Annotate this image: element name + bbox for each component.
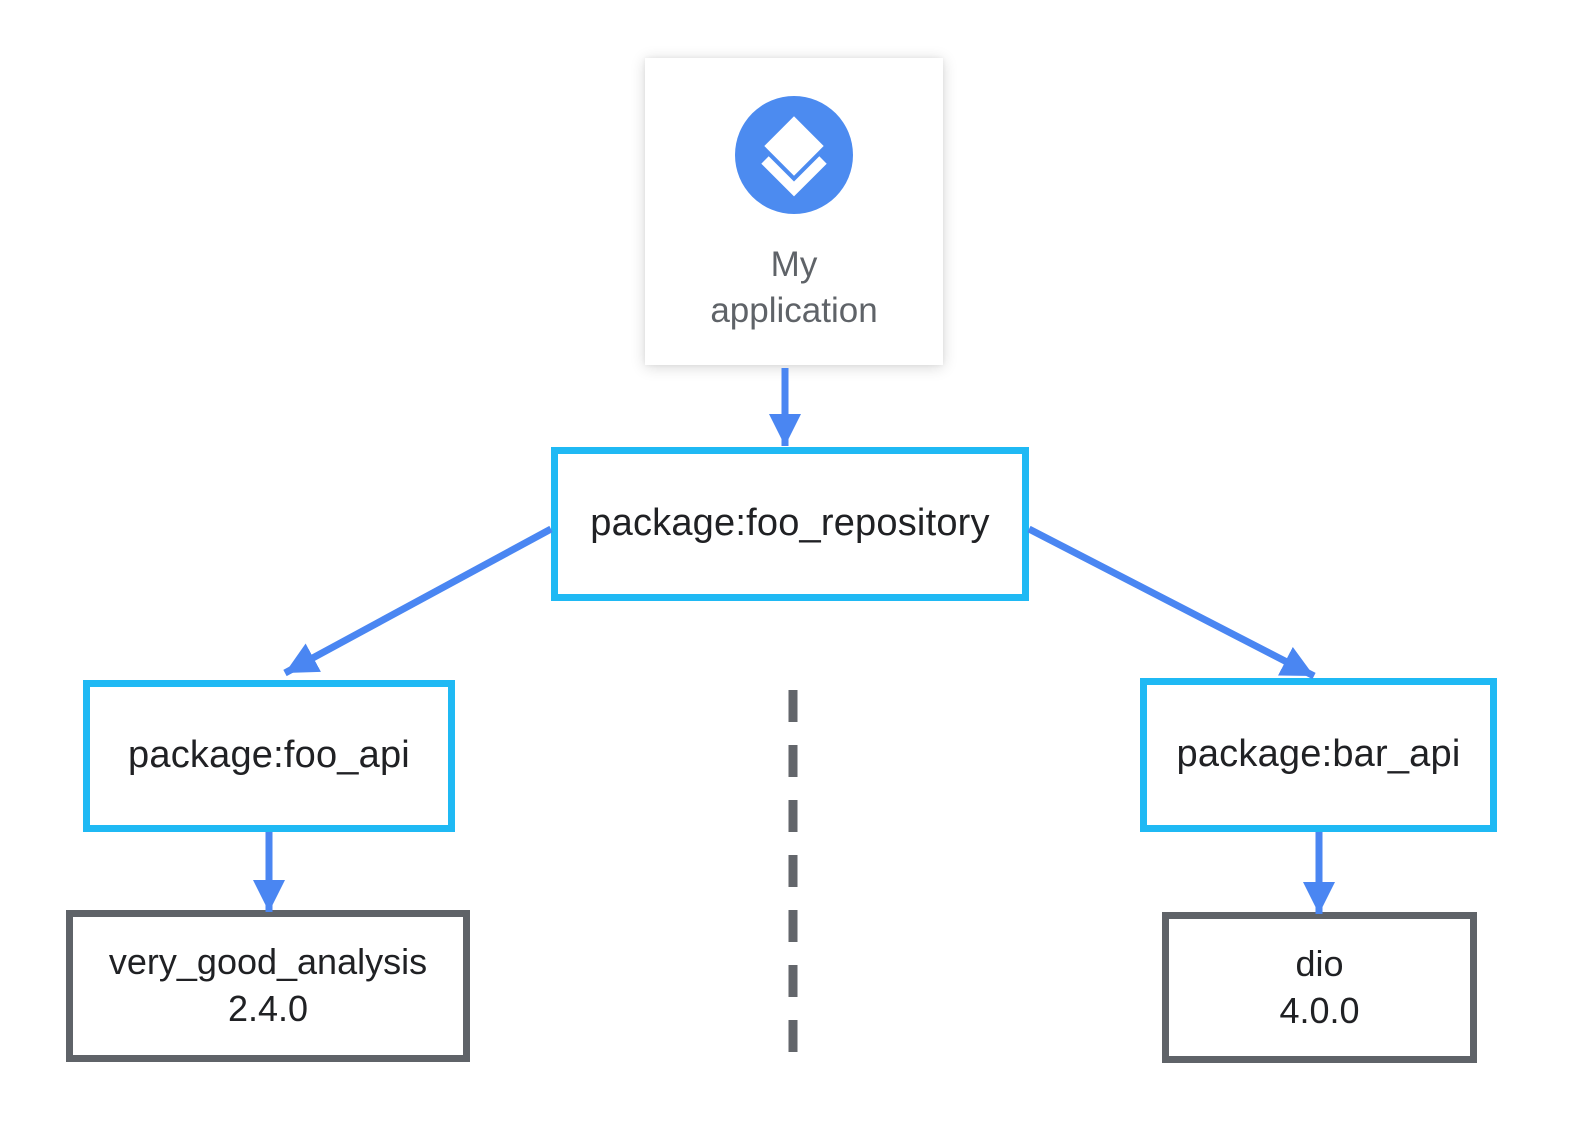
node-package-foo-repository: package:foo_repository: [551, 447, 1029, 601]
package-bar-api-label: package:bar_api: [1176, 733, 1461, 776]
package-foo-api-label: package:foo_api: [128, 734, 410, 777]
node-very-good-analysis: very_good_analysis 2.4.0: [66, 910, 470, 1062]
very-good-analysis-version: 2.4.0: [227, 988, 309, 1029]
node-dio: dio 4.0.0: [1162, 912, 1477, 1063]
dio-name: dio: [1295, 942, 1344, 984]
arrow-foo-repository-to-foo-api: [283, 525, 553, 677]
my-application-label: My application: [710, 245, 878, 331]
node-my-application: My application: [645, 58, 943, 365]
arrow-foo-repository-to-bar-api: [1027, 525, 1316, 680]
dio-version: 4.0.0: [1279, 989, 1360, 1031]
package-foo-repository-label: package:foo_repository: [590, 502, 990, 545]
very-good-analysis-name: very_good_analysis: [108, 941, 428, 983]
layers-icon: [735, 96, 853, 214]
node-package-foo-api: package:foo_api: [83, 680, 455, 832]
node-package-bar-api: package:bar_api: [1140, 678, 1497, 832]
